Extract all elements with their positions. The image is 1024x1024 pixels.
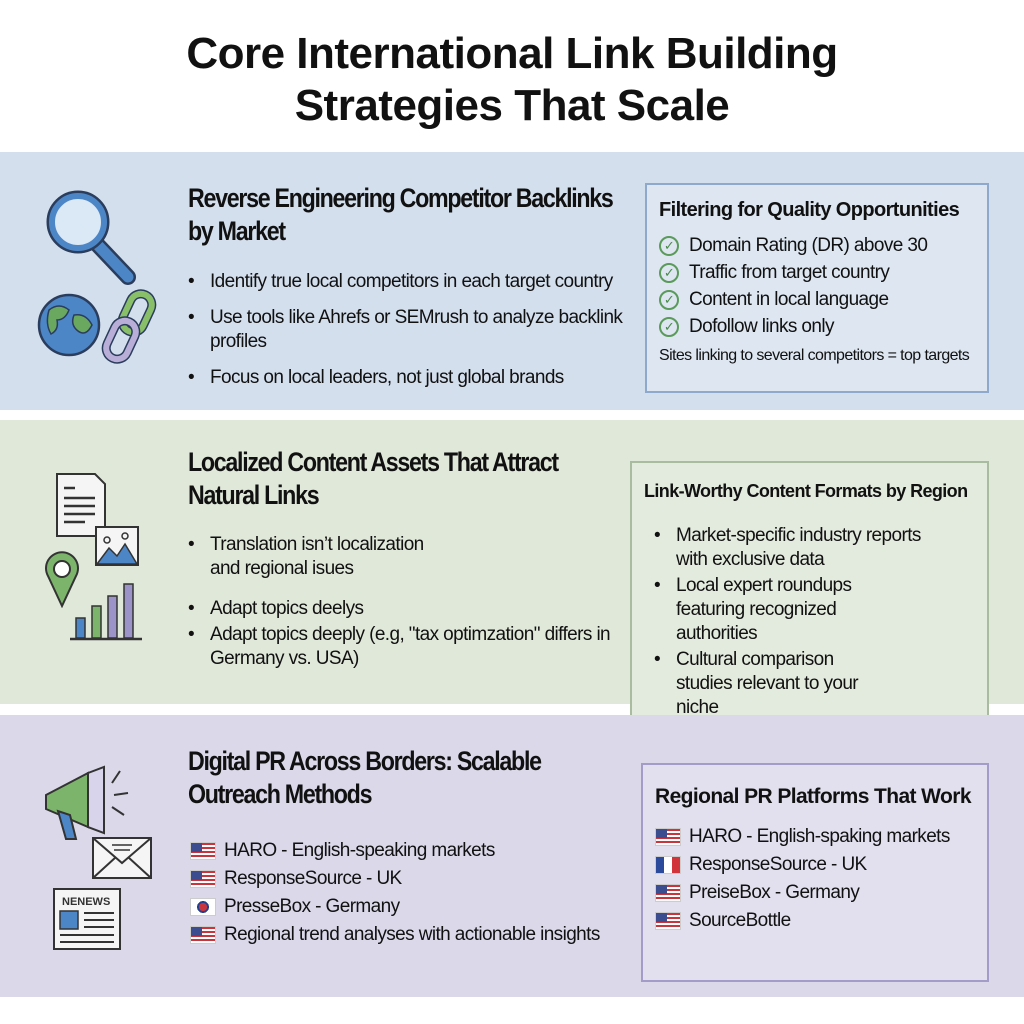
- us-flag-icon: [190, 926, 216, 944]
- criteria-item: Content in local language: [689, 289, 889, 310]
- platform-item: SourceBottle: [655, 907, 975, 935]
- pr-methods-list: HARO - English-speaking markets Response…: [190, 837, 600, 949]
- page-title: Core International Link Building Strateg…: [186, 29, 838, 130]
- document-icon: [56, 473, 106, 537]
- chain-link-icon: [101, 289, 157, 364]
- globe-icon: [37, 293, 101, 357]
- item-text: SourceBottle: [689, 910, 791, 931]
- item-text: ResponseSource - UK: [689, 854, 867, 875]
- list-item: PresseBox - Germany: [190, 893, 600, 921]
- us-flag-icon: [655, 828, 681, 846]
- envelope-icon: [92, 837, 152, 879]
- list-item: HARO - English-speaking markets: [190, 837, 600, 865]
- newspaper-icon: NENEWS: [53, 888, 121, 950]
- section-heading: Digital PR Across Borders: Scalable Outr…: [188, 746, 542, 809]
- box-title: Regional PR Platforms That Work: [655, 785, 972, 808]
- section-heading: Localized Content Assets That Attract Na…: [188, 447, 559, 510]
- bar-chart-icon: [70, 583, 142, 641]
- section-localized-content: Localized Content Assets That Attract Na…: [0, 420, 1024, 740]
- item-text: ResponseSource - UK: [224, 868, 402, 889]
- megaphone-icon: [45, 765, 129, 840]
- fr-flag-icon: [655, 856, 681, 874]
- criteria-item: Traffic from target country: [689, 262, 890, 283]
- box-title: Filtering for Quality Opportunities: [659, 199, 960, 221]
- platform-item: HARO - English-spaking markets: [655, 823, 975, 851]
- list-item: Adapt topics deeply (e.g, "tax optimzati…: [188, 623, 618, 671]
- item-text: PresseBox - Germany: [224, 896, 400, 917]
- pr-platforms-box: Regional PR Platforms That Work HARO - E…: [641, 763, 989, 982]
- list-item: Focus on local leaders, not just global …: [188, 366, 628, 390]
- magnifier-icon: [46, 190, 136, 285]
- item-text: Regional trend analyses with actionable …: [224, 924, 600, 945]
- us-flag-icon: [190, 870, 216, 888]
- image-icon: [95, 526, 139, 566]
- platform-item: ResponseSource - UK: [655, 851, 975, 879]
- section-competitor-backlinks: Reverse Engineering Competitor Backlinks…: [0, 152, 1024, 410]
- item-text: HARO - English-spaking markets: [689, 826, 950, 847]
- list-item: Translation isn’t localization and regio…: [188, 533, 438, 581]
- box-title: Link-Worthy Content Formats by Region: [644, 481, 968, 501]
- us-flag-icon: [190, 842, 216, 860]
- format-item: Market-specific industry reports with ex…: [654, 524, 954, 572]
- us-flag-icon: [655, 912, 681, 930]
- check-icon: ✓: [659, 289, 679, 310]
- us-flag-icon: [655, 884, 681, 902]
- list-item: Identify true local competitors in each …: [188, 270, 628, 294]
- check-icon: ✓: [659, 262, 679, 283]
- quality-filter-box: Filtering for Quality Opportunities ✓ Dom…: [645, 183, 989, 393]
- criteria-item: Dofollow links only: [689, 316, 834, 337]
- platform-item: PreiseBox - Germany: [655, 879, 975, 907]
- map-pin-icon: [45, 551, 79, 608]
- item-text: HARO - English-speaking markets: [224, 840, 495, 861]
- section-heading: Reverse Engineering Competitor Backlinks…: [188, 183, 614, 246]
- format-item: Cultural comparison studies relevant to …: [654, 648, 894, 720]
- check-icon: ✓: [659, 235, 679, 256]
- list-item: Adapt topics deelys: [188, 597, 618, 621]
- section-digital-pr: NENEWS Digital PR Across Borders: Scalab…: [0, 715, 1024, 997]
- check-icon: ✓: [659, 316, 679, 337]
- content-formats-box: Link-Worthy Content Formats by Region Ma…: [630, 461, 989, 740]
- newspaper-label: NENEWS: [62, 896, 110, 908]
- kr-flag-icon: [190, 898, 216, 916]
- format-item: Local expert roundups featuring recogniz…: [654, 574, 914, 646]
- list-item: Regional trend analyses with actionable …: [190, 921, 600, 949]
- list-item: Use tools like Ahrefs or SEMrush to anal…: [188, 306, 628, 354]
- criteria-item: Domain Rating (DR) above 30: [689, 235, 928, 256]
- list-item: ResponseSource - UK: [190, 865, 600, 893]
- box-footer: Sites linking to several competitors = t…: [659, 347, 970, 364]
- item-text: PreiseBox - Germany: [689, 882, 860, 903]
